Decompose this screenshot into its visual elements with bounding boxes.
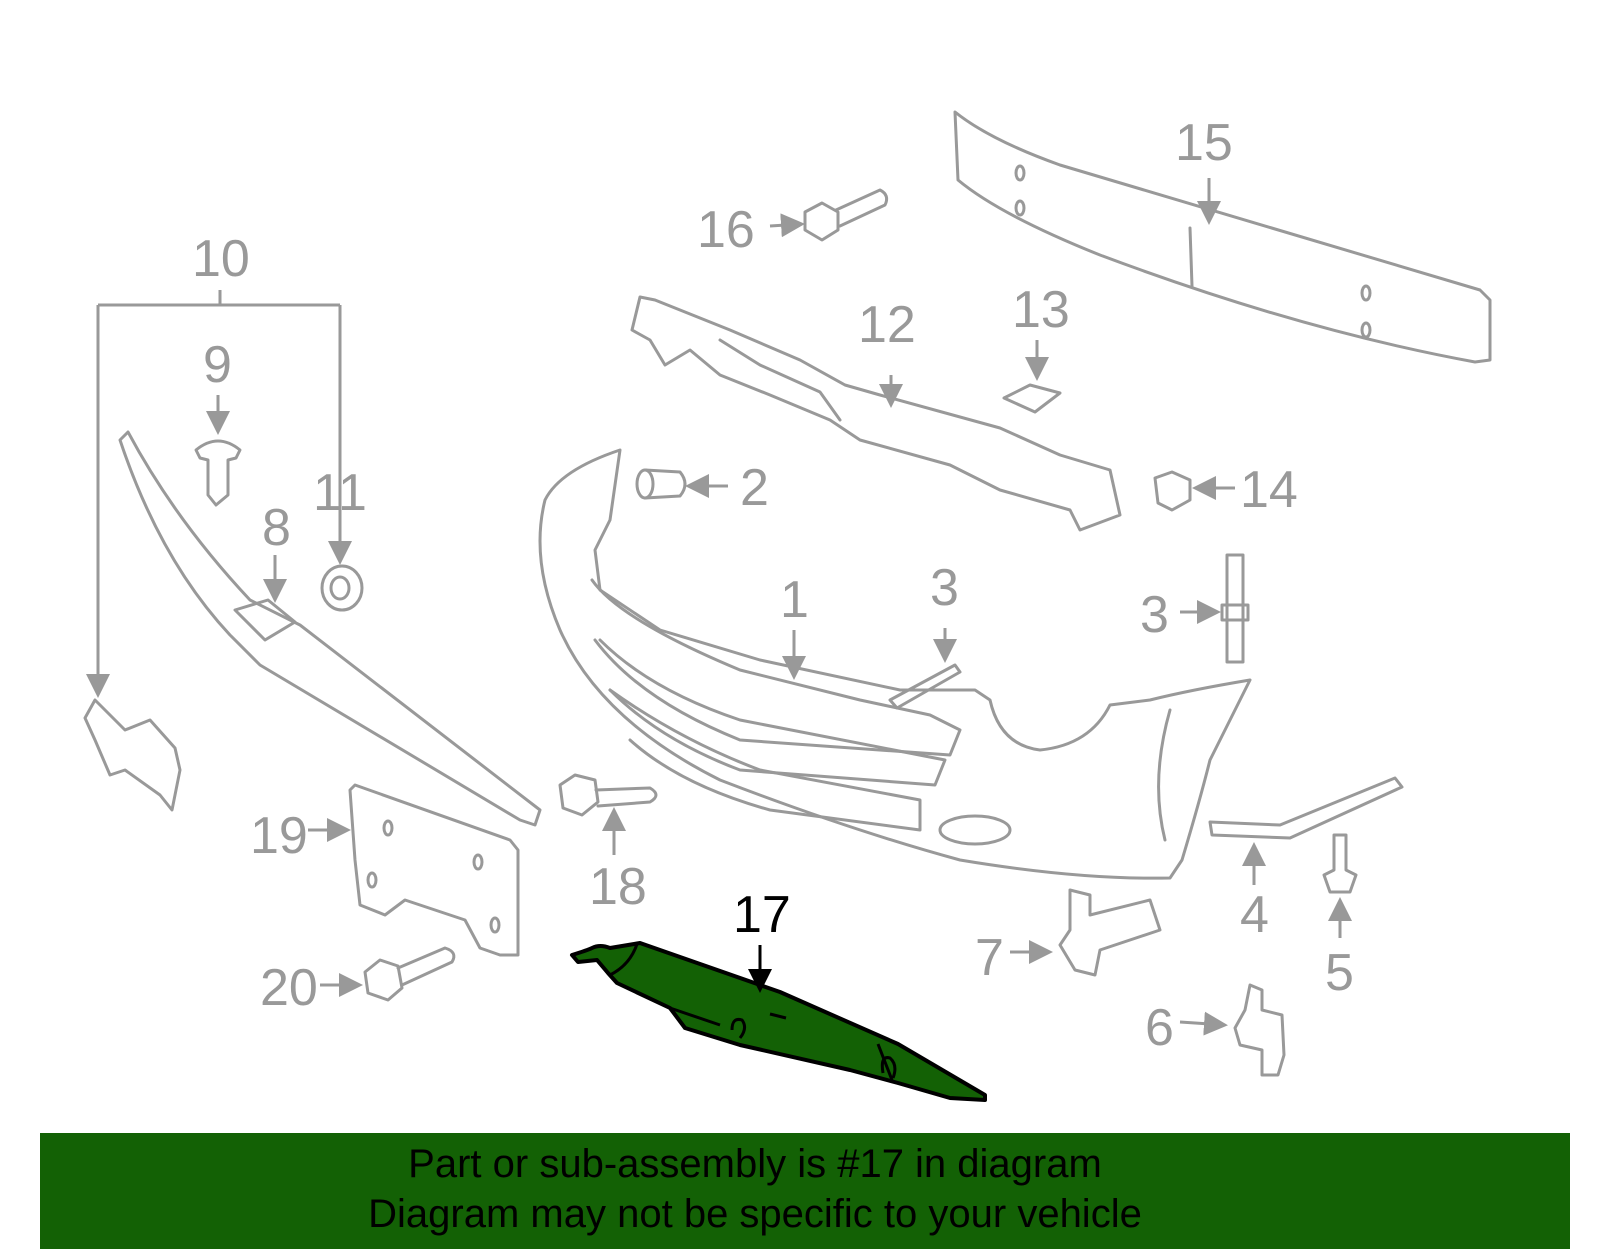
label-9: 9 [203,336,232,394]
label-17: 17 [733,886,791,944]
part-8-molding[interactable] [118,430,542,827]
label-16: 16 [697,201,755,259]
label-19: 19 [250,807,308,865]
part-2-plug[interactable] [635,468,687,500]
part-20-bolt[interactable] [363,946,456,1002]
banner-line-2: Diagram may not be specific to your vehi… [368,1192,1142,1236]
label-10-bracket [98,290,342,535]
part-14-nut[interactable] [1153,470,1192,512]
part-13-clip[interactable] [1002,383,1062,414]
part-9-pushpin[interactable] [194,439,242,507]
part-6-bracket[interactable] [1233,983,1286,1077]
label-18: 18 [589,858,647,916]
label-20: 20 [260,959,318,1017]
part-10-emblem[interactable] [83,698,182,812]
label-3-right: 3 [1140,586,1169,644]
label-8: 8 [262,499,291,557]
part-3-pin[interactable] [888,663,962,710]
part-7-bracket[interactable] [1058,888,1162,977]
label-1: 1 [780,571,809,629]
label-13: 13 [1012,281,1070,339]
part-4-strip[interactable] [1208,776,1404,840]
label-5: 5 [1325,944,1354,1002]
part-1-bumper-cover[interactable] [538,448,1252,880]
label-3-top: 3 [930,559,959,617]
label-15: 15 [1175,114,1233,172]
part-15-impact-bar[interactable] [953,110,1492,364]
part-5-screw[interactable] [1322,833,1358,894]
part-11-grommet[interactable] [320,564,364,612]
part-19-license-bracket[interactable] [348,783,520,957]
label-6: 6 [1145,999,1174,1057]
part-3-pin-right[interactable] [1220,553,1250,664]
info-banner: Part or sub-assembly is #17 in diagram D… [40,1133,1570,1249]
part-18-bolt[interactable] [558,773,658,817]
part-12-upper-bracket[interactable] [630,295,1122,532]
label-14: 14 [1240,461,1298,519]
part-17-air-deflector[interactable] [570,941,987,1102]
label-10: 10 [192,230,250,288]
part-16-bolt[interactable] [803,188,889,242]
label-4: 4 [1240,886,1269,944]
banner-line-1: Part or sub-assembly is #17 in diagram [408,1142,1102,1186]
label-7: 7 [975,929,1004,987]
label-12: 12 [858,296,916,354]
label-2: 2 [740,459,769,517]
